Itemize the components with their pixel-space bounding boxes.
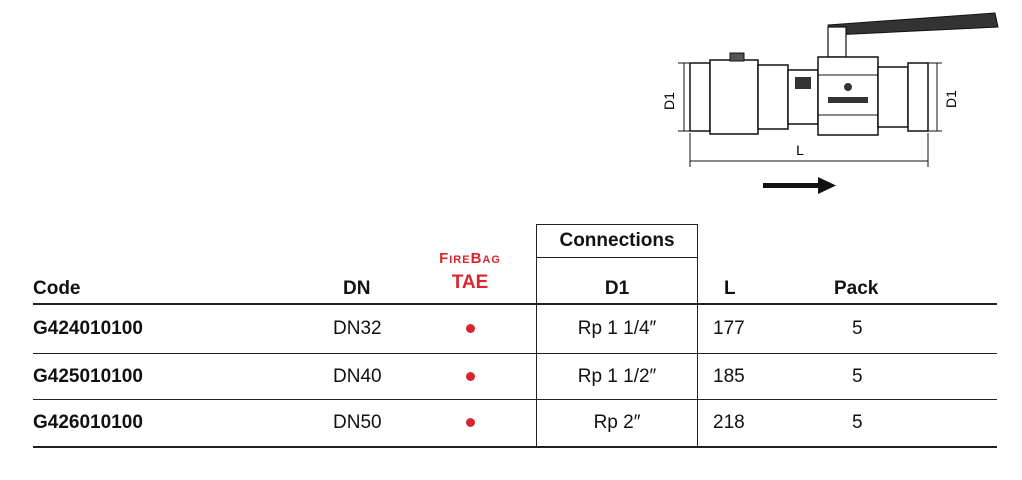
row-2-pack: 5: [852, 366, 863, 387]
row-2-code: G425010100: [33, 366, 143, 387]
row-1-l: 177: [713, 318, 745, 339]
tae-brand-label: TAE: [451, 272, 489, 293]
d1-left-label: D1: [661, 92, 677, 110]
valve-body-icon: [689, 52, 929, 136]
row-2-dn: DN40: [333, 366, 382, 387]
connections-divider: [536, 257, 698, 258]
row-3-code: G426010100: [33, 412, 143, 433]
row-2-tae-dot-icon: [466, 372, 475, 381]
column-header-pack: Pack: [834, 278, 879, 299]
connections-header: Connections: [559, 230, 675, 251]
column-header-dn: DN: [343, 278, 371, 299]
header-rule: [33, 303, 997, 305]
row-2-rule: [33, 399, 997, 400]
row-1-code: G424010100: [33, 318, 143, 339]
column-header-code: Code: [33, 278, 81, 299]
row-3-d1: Rp 2″: [593, 412, 641, 433]
row-1-rule: [33, 353, 997, 354]
row-1-dn: DN32: [333, 318, 382, 339]
row-2-d1: Rp 1 1/2″: [577, 366, 657, 387]
flow-direction-arrow-icon: [763, 177, 836, 194]
row-3-tae-dot-icon: [466, 418, 475, 427]
connections-left-border: [536, 224, 537, 447]
table-bottom-rule: [33, 446, 997, 448]
length-dimension: L: [689, 133, 929, 167]
row-3-pack: 5: [852, 412, 863, 433]
connections-top-border: [536, 224, 698, 225]
length-label: L: [796, 142, 804, 158]
column-header-d1: D1: [604, 278, 630, 299]
row-1-pack: 5: [852, 318, 863, 339]
d1-left-dimension: D1: [661, 62, 690, 132]
connections-right-border: [697, 224, 698, 447]
valve-handle-icon: [827, 12, 999, 58]
row-1-tae-dot-icon: [466, 324, 475, 333]
d1-right-dimension: D1: [928, 62, 959, 132]
row-2-l: 185: [713, 366, 745, 387]
row-3-l: 218: [713, 412, 745, 433]
valve-technical-drawing: D1 D1 L: [661, 12, 999, 194]
d1-right-label: D1: [943, 90, 959, 108]
column-header-l: L: [724, 278, 736, 299]
firebag-brand-logo: FireBag: [439, 250, 501, 267]
row-1-d1: Rp 1 1/4″: [577, 318, 657, 339]
row-3-dn: DN50: [333, 412, 382, 433]
